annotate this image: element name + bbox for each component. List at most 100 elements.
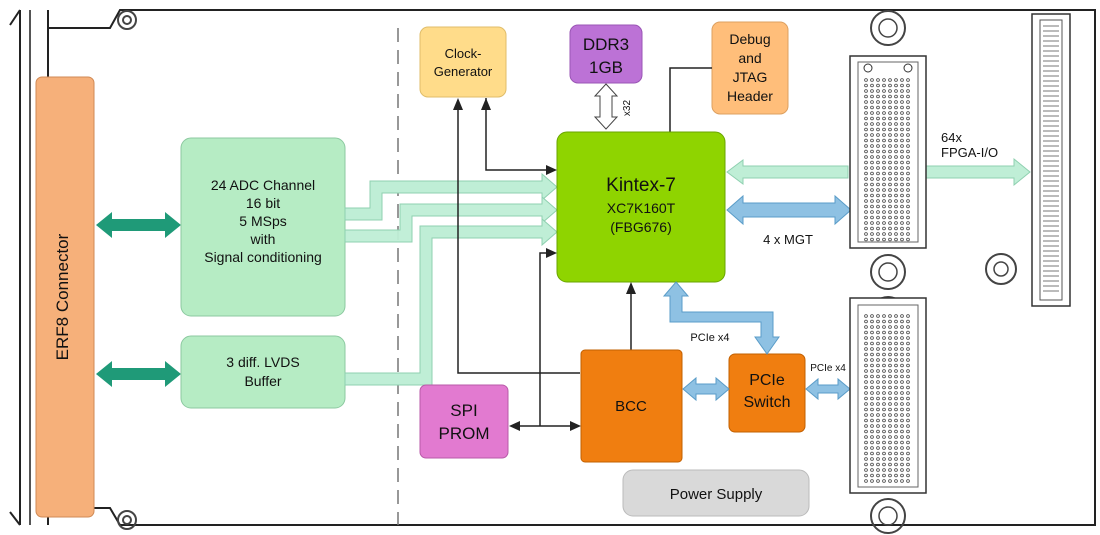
connector-pin <box>864 116 868 121</box>
erf8-connector-block <box>35 76 95 518</box>
connector-pin <box>894 122 898 126</box>
connector-pin <box>864 385 868 390</box>
connector-pin <box>894 347 898 351</box>
connector-pin <box>900 451 904 456</box>
connector-pin <box>870 341 874 346</box>
connector-pin <box>906 89 910 93</box>
connector-pin <box>870 462 874 467</box>
connector-pin <box>864 369 868 373</box>
connector-pin <box>894 391 898 395</box>
connector-pin <box>906 418 910 423</box>
connector-pin <box>864 424 868 428</box>
connector-pin <box>876 160 880 165</box>
connector-pin <box>882 369 886 373</box>
connector-pin <box>900 78 904 82</box>
connector-pin <box>876 210 880 214</box>
connector-pin <box>894 479 898 483</box>
connector-pin <box>876 144 880 148</box>
connector-pin <box>906 347 910 351</box>
connector-pin <box>864 182 868 187</box>
connector-pin <box>882 330 886 335</box>
connector-pin <box>888 391 892 395</box>
connector-pin <box>882 105 886 110</box>
ddr-bus-width-label: x32 <box>622 100 633 117</box>
connector-pin <box>888 446 892 450</box>
connector-pin <box>894 232 898 236</box>
connector-pin <box>882 314 886 318</box>
connector-pin <box>894 352 898 357</box>
connector-pin <box>894 457 898 461</box>
connector-pin <box>864 78 868 82</box>
connector-pin <box>888 407 892 412</box>
connector-pin <box>876 391 880 395</box>
connector-pin <box>882 78 886 82</box>
connector-pin <box>900 188 904 192</box>
connector-pin <box>870 347 874 351</box>
connector-pin <box>876 369 880 373</box>
connector-pin <box>900 182 904 187</box>
connector-pin <box>900 391 904 395</box>
connector-pin <box>870 188 874 192</box>
connector-pin <box>894 100 898 104</box>
connector-pin <box>900 166 904 170</box>
connector-pin <box>894 116 898 121</box>
connector-pin <box>882 83 886 88</box>
connector-pin <box>894 133 898 137</box>
connector-pin <box>870 319 874 324</box>
erf8-lvds-arrow <box>96 361 181 387</box>
connector-pin <box>882 221 886 225</box>
connector-pin <box>876 138 880 143</box>
ddr3-line-2: 1GB <box>589 58 623 77</box>
connector-pin <box>864 402 868 406</box>
connector-pin <box>864 215 868 220</box>
connector-pin <box>906 352 910 357</box>
connector-pin <box>894 314 898 318</box>
connector-pin <box>876 429 880 434</box>
connector-pin <box>900 155 904 159</box>
connector-pin <box>882 363 886 368</box>
connector-pin <box>900 429 904 434</box>
connector-pin <box>888 182 892 187</box>
connector-pin <box>906 237 910 242</box>
connector-pin <box>888 341 892 346</box>
connector-pin <box>864 122 868 126</box>
connector-pin <box>900 221 904 225</box>
connector-pin <box>870 451 874 456</box>
pcie-switch-line-1: PCIe <box>749 372 785 389</box>
connector-pin <box>876 78 880 82</box>
connector-pin <box>894 105 898 110</box>
connector-pin <box>864 396 868 401</box>
connector-pin <box>870 363 874 368</box>
corner-mount-holes <box>117 10 137 530</box>
connector-pin <box>906 435 910 439</box>
connector-pin <box>888 105 892 110</box>
connector-pin <box>876 374 880 379</box>
connector-pin <box>882 155 886 159</box>
connector-pin <box>888 226 892 231</box>
connector-pin <box>864 358 868 362</box>
connector-pin <box>864 451 868 456</box>
connector-pin <box>864 374 868 379</box>
connector-pin <box>870 314 874 318</box>
connector-pin <box>876 232 880 236</box>
connector-pin <box>870 155 874 159</box>
connector-pin <box>894 363 898 368</box>
connector-pin <box>888 380 892 384</box>
mgt-label: 4 x MGT <box>763 232 813 247</box>
connector-pin <box>888 78 892 82</box>
connector-pin <box>876 226 880 231</box>
connector-pin <box>906 166 910 170</box>
fpga-part: XC7K160T <box>607 200 676 216</box>
connector-pin <box>900 374 904 379</box>
connector-pin <box>888 418 892 423</box>
connector-pin <box>876 83 880 88</box>
connector-pin <box>888 127 892 132</box>
connector-pin <box>888 94 892 99</box>
connector-pin <box>888 462 892 467</box>
connector-pin <box>870 237 874 242</box>
connector-pin <box>900 413 904 417</box>
connector-pin <box>882 138 886 143</box>
connector-pin <box>906 188 910 192</box>
connector-pin <box>876 479 880 483</box>
lvds-line-1: 3 diff. LVDS <box>226 354 299 370</box>
